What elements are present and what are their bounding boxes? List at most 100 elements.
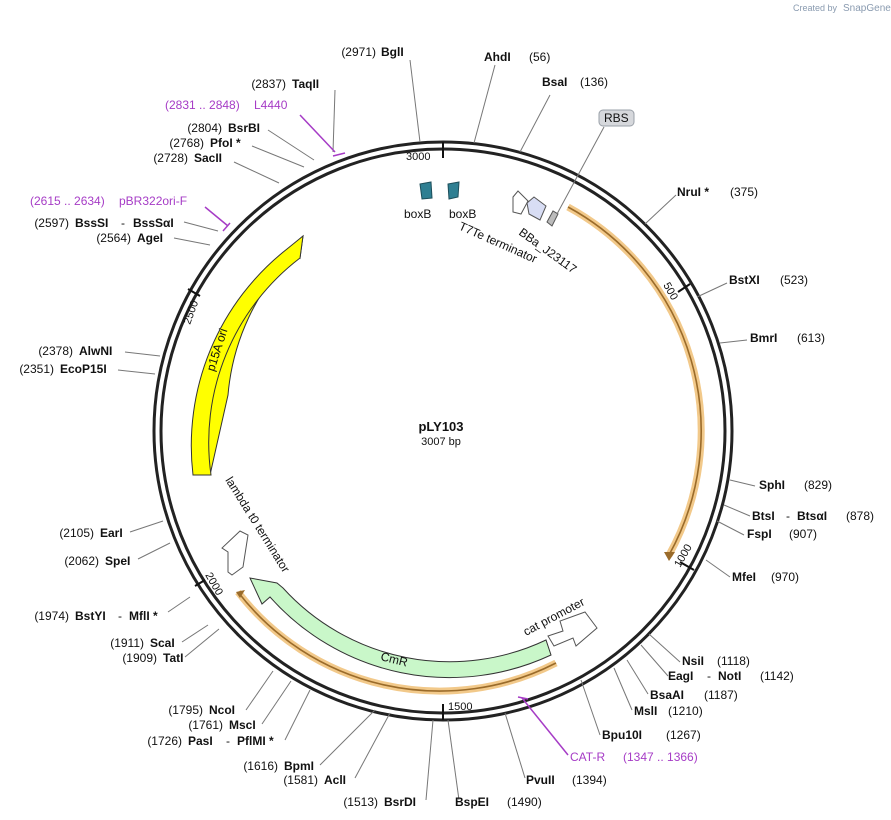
site-pos: (1909) — [122, 651, 157, 665]
site-2768: (2768) PfoI * — [169, 136, 241, 150]
site-1187: BsaAI (1187) — [650, 688, 738, 702]
site-name: ScaI — [150, 636, 175, 650]
site-pos: (1761) — [188, 718, 223, 732]
site-name: MslI — [634, 704, 657, 718]
highlight-arrow-right — [664, 552, 675, 561]
site-1761: (1761) MscI — [188, 718, 255, 732]
site-pos: (375) — [730, 185, 758, 199]
site-375: NruI * (375) — [677, 185, 758, 199]
plasmid-length: 3007 bp — [421, 436, 461, 448]
site-pos: (1490) — [507, 795, 542, 809]
site-pos: (1513) — [343, 795, 378, 809]
primer-range: (2615 .. 2634) — [30, 194, 105, 208]
site-pos: (907) — [789, 527, 817, 541]
site-name: BglI — [381, 45, 404, 59]
site-name: PfoI * — [210, 136, 241, 150]
site-1490: BspEI (1490) — [455, 795, 542, 809]
boxb-label-2: boxB — [449, 207, 476, 221]
site-name: NcoI — [209, 703, 235, 717]
enzyme-leader-lines — [117, 59, 756, 801]
site-sep: - — [707, 669, 711, 683]
site-2597: (2597) BssSI - BssSαI — [34, 216, 173, 230]
site-pos: (2564) — [96, 231, 131, 245]
site-829: SphI (829) — [759, 478, 832, 492]
site-pos: (1142) — [760, 669, 794, 683]
site-pos: (2351) — [19, 362, 54, 376]
site-pos: (2837) — [251, 77, 286, 91]
boxb-feature-2 — [447, 181, 460, 200]
site-name: PvuII — [526, 773, 555, 787]
site-1118: NsiI (1118) — [682, 654, 750, 668]
site-name: BstXI — [729, 273, 760, 287]
site-pos: (523) — [780, 273, 808, 287]
site-name: TaqII — [292, 77, 319, 91]
site-2728: (2728) SacII — [153, 151, 222, 165]
site-sep: - — [118, 609, 122, 623]
primer-name: CAT-R — [570, 750, 605, 764]
site-970: MfeI (970) — [732, 570, 799, 584]
site-pos: (1616) — [243, 759, 278, 773]
site-1726: (1726) PasI - PflMI * — [147, 734, 274, 748]
site-sep: - — [226, 734, 230, 748]
primer-pbr322ori-f: (2615 .. 2634) pBR322ori-F — [30, 194, 187, 208]
site-name: AhdI — [484, 50, 511, 64]
site-523: BstXI (523) — [729, 273, 808, 287]
site-pos: (2105) — [59, 526, 94, 540]
site-pos: (1726) — [147, 734, 182, 748]
site-name: TatI — [163, 651, 183, 665]
site-name: BspEI — [455, 795, 489, 809]
site-1909: (1909) TatI — [122, 651, 183, 665]
credit-prefix: Created by — [793, 3, 838, 13]
site-sep: - — [121, 216, 125, 230]
cat-promoter-arrow — [547, 611, 598, 647]
site-1616: (1616) BpmI — [243, 759, 314, 773]
tick-1500: 1500 — [448, 701, 472, 713]
site-name: AgeI — [137, 231, 163, 245]
site-pos: (56) — [529, 50, 550, 64]
site-pos: (1210) — [668, 704, 703, 718]
highlight-arrow-bottom — [236, 590, 245, 598]
site-name-2: NotI — [718, 669, 741, 683]
site-1513: (1513) BsrDI — [343, 795, 416, 809]
site-2564: (2564) AgeI — [96, 231, 163, 245]
site-pos: (878) — [846, 509, 874, 523]
site-1974: (1974) BstYI - MflI * — [34, 609, 158, 623]
site-1394: PvuII (1394) — [526, 773, 607, 787]
site-name: SpeI — [105, 554, 130, 568]
highlight-line-right — [567, 206, 702, 556]
site-pos: (1795) — [168, 703, 203, 717]
primer-l4440: (2831 .. 2848) L4440 — [165, 98, 288, 112]
site-613: BmrI (613) — [750, 331, 825, 345]
t7te-terminator-arrow — [512, 190, 529, 215]
site-name: AclI — [324, 773, 346, 787]
site-2062: (2062) SpeI — [64, 554, 130, 568]
site-pos: (1394) — [572, 773, 607, 787]
cmr-arrow — [249, 577, 552, 679]
site-pos: (2768) — [169, 136, 204, 150]
site-name-2: BtsαI — [797, 509, 827, 523]
site-136: BsaI (136) — [542, 75, 608, 89]
site-name: AlwNI — [79, 344, 112, 358]
site-pos: (2971) — [341, 45, 376, 59]
site-pos: (2378) — [38, 344, 73, 358]
site-sep: - — [786, 509, 790, 523]
site-2378: (2378) AlwNI — [38, 344, 112, 358]
site-2971: (2971) BglI — [341, 45, 403, 59]
site-1581: (1581) AclI — [283, 773, 346, 787]
site-name: BtsI — [752, 509, 775, 523]
lambda-t0-terminator-arrow — [221, 530, 249, 576]
rbs-feature — [546, 210, 559, 227]
site-pos: (970) — [771, 570, 799, 584]
site-1267: Bpu10I (1267) — [602, 728, 701, 742]
boxb-feature-1 — [419, 181, 433, 200]
site-name: BmrI — [750, 331, 777, 345]
cmr-label: CmR — [379, 649, 409, 669]
site-2105: (2105) EarI — [59, 526, 122, 540]
site-name-2: PflMI * — [237, 734, 274, 748]
plasmid-name: pLY103 — [418, 419, 463, 434]
site-name: EagI — [668, 669, 693, 683]
site-1911: (1911) ScaI — [110, 636, 174, 650]
site-pos: (2728) — [153, 151, 188, 165]
site-name: SphI — [759, 478, 785, 492]
primer-name: pBR322ori-F — [119, 194, 187, 208]
